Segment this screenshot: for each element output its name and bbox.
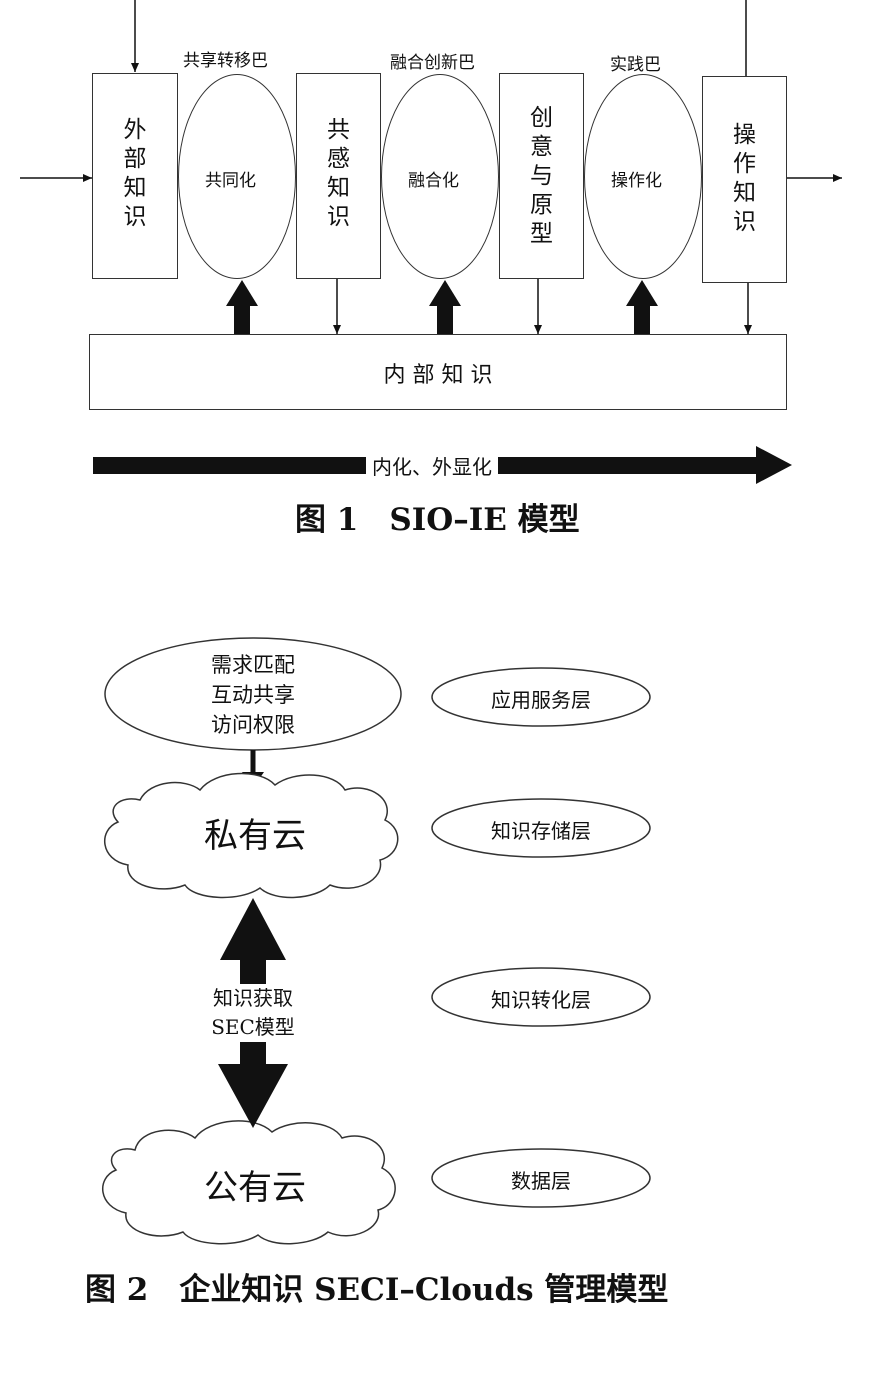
layer-label-app: 应用服务层 bbox=[491, 688, 591, 712]
fusion-ba-label: 融合创新巴 bbox=[390, 53, 475, 73]
sharing-ba-ellipse bbox=[178, 74, 296, 279]
internal-knowledge-box: 内 部 知 识 bbox=[89, 334, 787, 410]
layer-ellipse-storage bbox=[431, 798, 651, 858]
fusion-up-arrow bbox=[429, 280, 461, 335]
fusion-process-label: 融合化 bbox=[408, 166, 459, 191]
public-cloud-label: 公有云 bbox=[204, 1168, 306, 1208]
sharing-ba-label: 共享转移巴 bbox=[183, 51, 268, 71]
practice-up-arrow bbox=[626, 280, 658, 335]
external-knowledge-label: 外 部 知 识 bbox=[123, 117, 147, 230]
private-cloud-label: 私有云 bbox=[204, 816, 306, 856]
socialization-label: 共同化 bbox=[205, 166, 256, 191]
layer-label-data: 数据层 bbox=[511, 1169, 571, 1193]
layer-ellipse-app bbox=[431, 667, 651, 727]
layer-ellipse-data bbox=[431, 1148, 651, 1208]
empathy-knowledge-label: 共 感 知 识 bbox=[327, 117, 350, 230]
knowledge-acquisition-label: 知识获取 SEC模型 bbox=[188, 984, 318, 1042]
operational-knowledge-box: 操 作 知 识 bbox=[702, 76, 787, 283]
operation-label: 操作化 bbox=[611, 166, 662, 191]
operational-knowledge-label: 操 作 知 识 bbox=[733, 122, 756, 235]
private-cloud-shape bbox=[103, 772, 399, 899]
figure1-caption: 图 1 SIO–IE 模型 bbox=[295, 502, 580, 538]
knowledge-acquisition-arrow bbox=[218, 898, 288, 1128]
layer-ellipse-transform bbox=[431, 967, 651, 1027]
external-knowledge-box: 外 部 知 识 bbox=[92, 73, 178, 279]
flow-label: 内化、外显化 bbox=[366, 451, 498, 480]
application-ellipse-text: 需求匹配 互动共享 访问权限 bbox=[211, 653, 295, 737]
public-cloud-shape bbox=[101, 1120, 396, 1245]
sharing-up-arrow bbox=[226, 280, 258, 335]
creative-prototype-label: 创 意 与 原 型 bbox=[530, 105, 553, 247]
internal-knowledge-label: 内 部 知 识 bbox=[383, 363, 493, 388]
creative-prototype-box: 创 意 与 原 型 bbox=[499, 73, 584, 279]
layer-label-transform: 知识转化层 bbox=[491, 988, 591, 1012]
empathy-knowledge-box: 共 感 知 识 bbox=[296, 73, 381, 279]
practice-ba-label: 实践巴 bbox=[610, 55, 661, 75]
figure2-caption: 图 2 企业知识 SECI–Clouds 管理模型 bbox=[85, 1272, 669, 1308]
layer-label-storage: 知识存储层 bbox=[491, 819, 591, 843]
